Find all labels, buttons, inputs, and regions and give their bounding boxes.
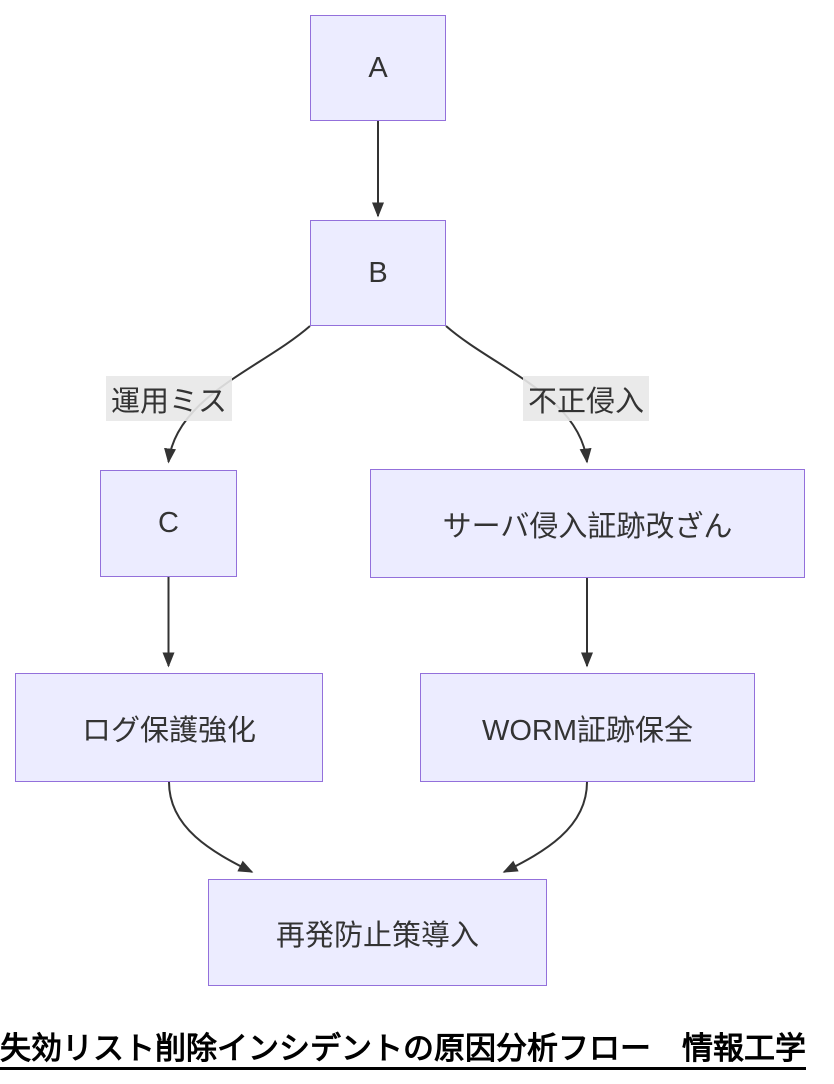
node-log-protection: ログ保護強化: [15, 673, 323, 782]
node-server-tampering-label: サーバ侵入証跡改ざん: [442, 510, 733, 543]
edge-worm-to-final: [502, 781, 588, 873]
node-b-label: B: [368, 256, 388, 289]
edge-label-intrusion: 不正侵入: [523, 376, 649, 421]
node-recurrence-prevention-label: 再発防止策導入: [275, 919, 479, 952]
node-server-tampering: サーバ侵入証跡改ざん: [370, 469, 805, 578]
diagram-caption: 失効リスト削除インシデントの原因分析フロー 情報工学: [0, 1031, 806, 1066]
node-c: C: [100, 470, 237, 577]
edge-label-operational-error-text: 運用ミス: [110, 385, 227, 418]
node-recurrence-prevention: 再発防止策導入: [208, 879, 547, 986]
node-worm-preservation: WORM証跡保全: [420, 673, 755, 782]
edge-label-operational-error: 運用ミス: [106, 376, 232, 421]
edge-log-to-final: [168, 781, 254, 873]
node-c-label: C: [158, 507, 179, 539]
node-worm-preservation-label: WORM証跡保全: [481, 714, 694, 747]
node-a-label: A: [368, 51, 388, 84]
edge-label-intrusion-text: 不正侵入: [527, 385, 644, 418]
node-log-protection-label: ログ保護強化: [81, 714, 256, 747]
node-a: A: [310, 15, 446, 121]
node-b: B: [310, 220, 446, 326]
